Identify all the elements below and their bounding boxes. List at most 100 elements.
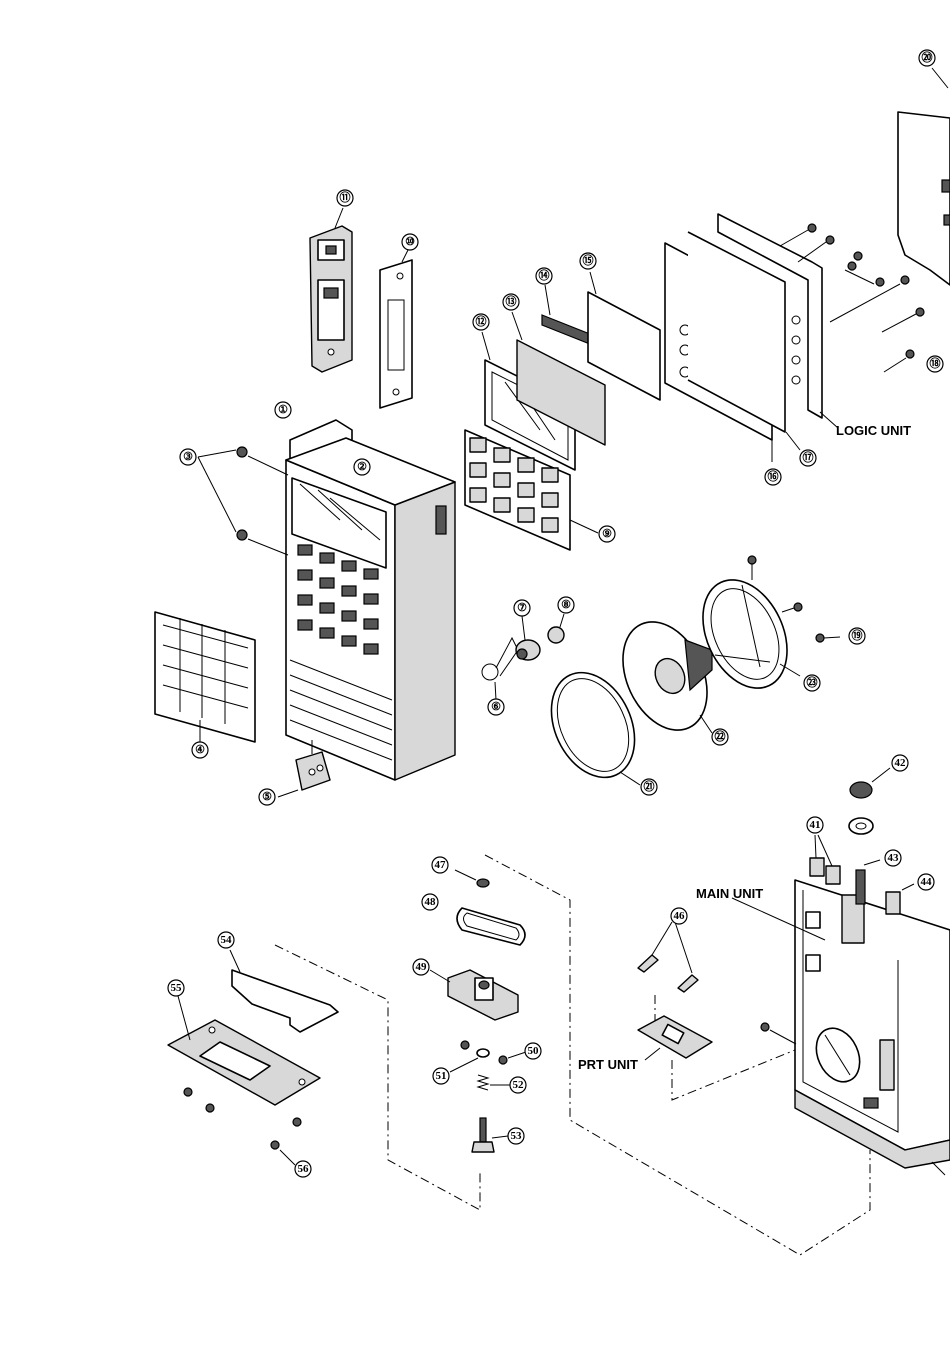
part-6-spring [482, 638, 518, 700]
callout-text: ⑩ [405, 236, 415, 248]
part-1-front-case [286, 420, 455, 780]
part-4-key-sheet [155, 612, 255, 742]
callout-22: ㉒ [712, 729, 728, 745]
callout-23: ㉓ [804, 675, 820, 691]
callout-43: 43 [885, 850, 901, 866]
callout-text: ⑦ [517, 602, 527, 614]
callout-49: 49 [413, 959, 429, 975]
callout-5: ⑤ [259, 789, 275, 805]
callout-56: 56 [295, 1161, 311, 1177]
callout-1: ① [275, 402, 291, 418]
part-11-bracket [310, 208, 352, 372]
callout-44: 44 [918, 874, 934, 890]
callout-55: 55 [168, 980, 184, 996]
callout-text: ⑫ [476, 314, 487, 328]
callout-12: ⑫ [473, 314, 489, 330]
callout-17: ⑰ [800, 450, 816, 466]
part-42-nut [849, 768, 890, 834]
part-3-screws [198, 447, 288, 555]
callout-10: ⑩ [402, 234, 418, 250]
callout-46: 46 [671, 908, 687, 924]
callout-20: ⑳ [919, 50, 935, 66]
callout-text: 43 [888, 852, 900, 864]
callout-text: ⑳ [922, 50, 933, 64]
callout-text: ⑰ [803, 450, 814, 464]
callout-text: 44 [921, 876, 933, 888]
callout-3: ③ [180, 449, 196, 465]
callout-9: ⑨ [599, 526, 615, 542]
callout-text: ㉒ [715, 729, 726, 743]
prt-unit-board [638, 1016, 712, 1060]
callout-53: 53 [508, 1128, 524, 1144]
callout-52: 52 [510, 1077, 526, 1093]
callout-text: 48 [425, 896, 437, 908]
callout-13: ⑬ [503, 294, 519, 310]
part-46-clips [638, 922, 698, 992]
part-53-bolt [472, 1118, 508, 1152]
callout-text: ⑬ [506, 294, 517, 308]
callout-41: 41 [807, 817, 823, 833]
callout-text: ① [278, 404, 288, 416]
callout-21: ㉑ [641, 779, 657, 795]
callout-text: ⑭ [539, 268, 550, 282]
callout-text: ③ [183, 451, 193, 463]
callout-11: ⑪ [337, 190, 353, 206]
callout-18: ⑱ [927, 356, 943, 372]
main-unit-label: MAIN UNIT [696, 886, 763, 901]
assembly-guide-lines [275, 855, 870, 1255]
callout-text: 47 [435, 859, 447, 871]
callout-text: ⑥ [491, 701, 501, 713]
callout-text: 51 [436, 1070, 447, 1082]
callout-text: ⑮ [583, 253, 594, 267]
callout-16: ⑯ [765, 469, 781, 485]
callout-text: ⑲ [852, 628, 863, 642]
callout-47: 47 [432, 857, 448, 873]
part-47-nut [455, 870, 489, 887]
callout-6: ⑥ [488, 699, 504, 715]
callout-text: 55 [171, 982, 183, 994]
prt-unit-label: PRT UNIT [578, 1057, 638, 1072]
callout-text: ⑱ [930, 356, 941, 370]
part-49-bracket [430, 970, 518, 1020]
part-50-screws [461, 1041, 526, 1064]
part-48-gasket [457, 908, 525, 945]
callout-text: ⑪ [340, 190, 351, 204]
callout-text: 56 [298, 1163, 310, 1175]
callout-text: ⑧ [561, 599, 571, 611]
part-51-washer [450, 1049, 489, 1072]
callout-text: 53 [511, 1130, 523, 1142]
part-15-backlight [588, 272, 660, 400]
part-52-spring [478, 1075, 510, 1090]
callout-text: 52 [513, 1079, 525, 1091]
callout-text: 50 [528, 1045, 540, 1057]
callout-text: ⑤ [262, 791, 272, 803]
callout-text: 54 [221, 934, 233, 946]
part-20-rear-panel [898, 68, 950, 285]
part-54-insulator [230, 950, 338, 1032]
part-10-gasket [380, 250, 412, 408]
callout-text: 42 [895, 757, 907, 769]
part-8-cap [548, 614, 564, 643]
logic-unit-label: LOGIC UNIT [836, 423, 911, 438]
callout-50: 50 [525, 1043, 541, 1059]
part-7-knob [516, 616, 540, 660]
callout-2: ② [354, 459, 370, 475]
callout-19: ⑲ [849, 628, 865, 644]
callout-14: ⑭ [536, 268, 552, 284]
callout-text: ⑨ [602, 528, 612, 540]
callout-48: 48 [422, 894, 438, 910]
callout-text: ㉑ [644, 779, 655, 793]
callout-4: ④ [192, 742, 208, 758]
main-unit-chassis [732, 835, 950, 1175]
callout-text: ㉓ [807, 675, 818, 689]
callout-7: ⑦ [514, 600, 530, 616]
callout-54: 54 [218, 932, 234, 948]
callout-text: 46 [674, 910, 686, 922]
callout-8: ⑧ [558, 597, 574, 613]
callout-text: ④ [195, 744, 205, 756]
callout-text: ⑯ [768, 469, 779, 483]
callout-text: 41 [810, 819, 821, 831]
callout-51: 51 [433, 1068, 449, 1084]
callout-15: ⑮ [580, 253, 596, 269]
